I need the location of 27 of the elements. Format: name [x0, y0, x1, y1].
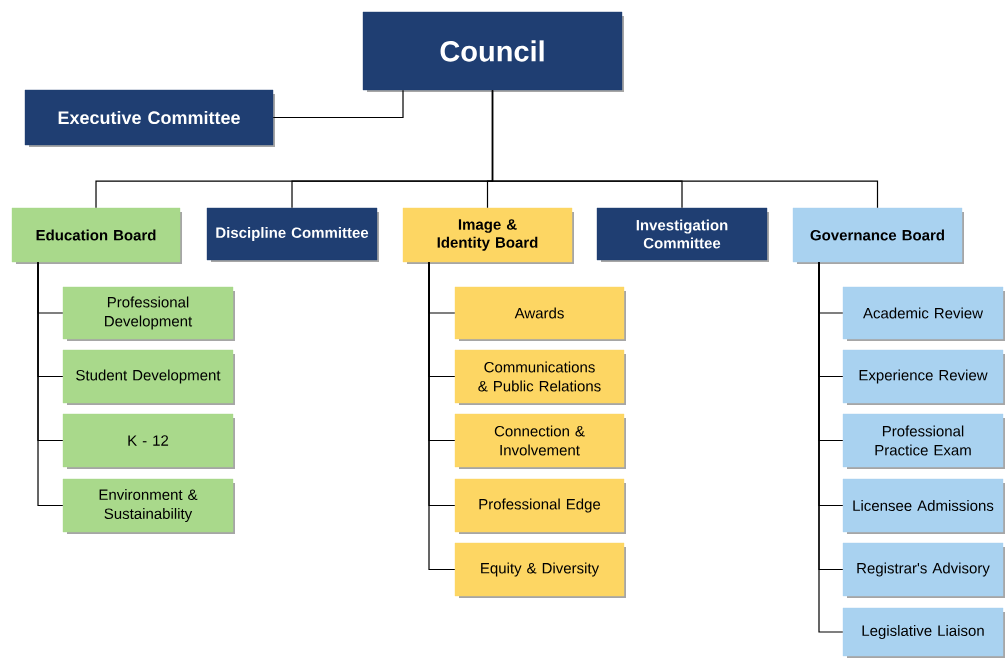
subcommittee-box: Professional Practice Exam: [842, 413, 1005, 469]
subcommittee-box: Connection & Involvement: [454, 413, 626, 469]
connector-line: [272, 89, 404, 119]
subcommittee-box: Professional Development: [62, 286, 235, 341]
board-box: Education Board: [11, 207, 182, 264]
subcommittee-box: Student Development: [62, 349, 235, 405]
subcommittee-box: Communications & Public Relations: [454, 349, 626, 405]
connector-line: [818, 261, 844, 633]
council-box: Council: [362, 11, 624, 92]
board-box: Governance Board: [792, 207, 964, 264]
subcommittee-box: Environment & Sustainability: [62, 478, 235, 534]
subcommittee-box: Licensee Admissions: [842, 478, 1005, 534]
subcommittee-box: Awards: [454, 286, 626, 341]
connector-line: [428, 261, 456, 571]
connector-line: [37, 261, 64, 507]
subcommittee-box: Experience Review: [842, 349, 1005, 405]
subcommittee-box: Legislative Liaison: [842, 607, 1005, 658]
board-box: Discipline Committee: [206, 207, 379, 262]
connector-line: [491, 89, 879, 209]
board-box: Image & Identity Board: [402, 207, 574, 264]
subcommittee-box: Academic Review: [842, 286, 1005, 341]
subcommittee-box: Registrar's Advisory: [842, 542, 1005, 598]
subcommittee-box: Professional Edge: [454, 478, 626, 534]
subcommittee-box: K - 12: [62, 413, 235, 469]
committee-box: Executive Committee: [24, 89, 275, 147]
subcommittee-box: Equity & Diversity: [454, 542, 626, 598]
board-box: Investigation Committee: [596, 207, 769, 262]
